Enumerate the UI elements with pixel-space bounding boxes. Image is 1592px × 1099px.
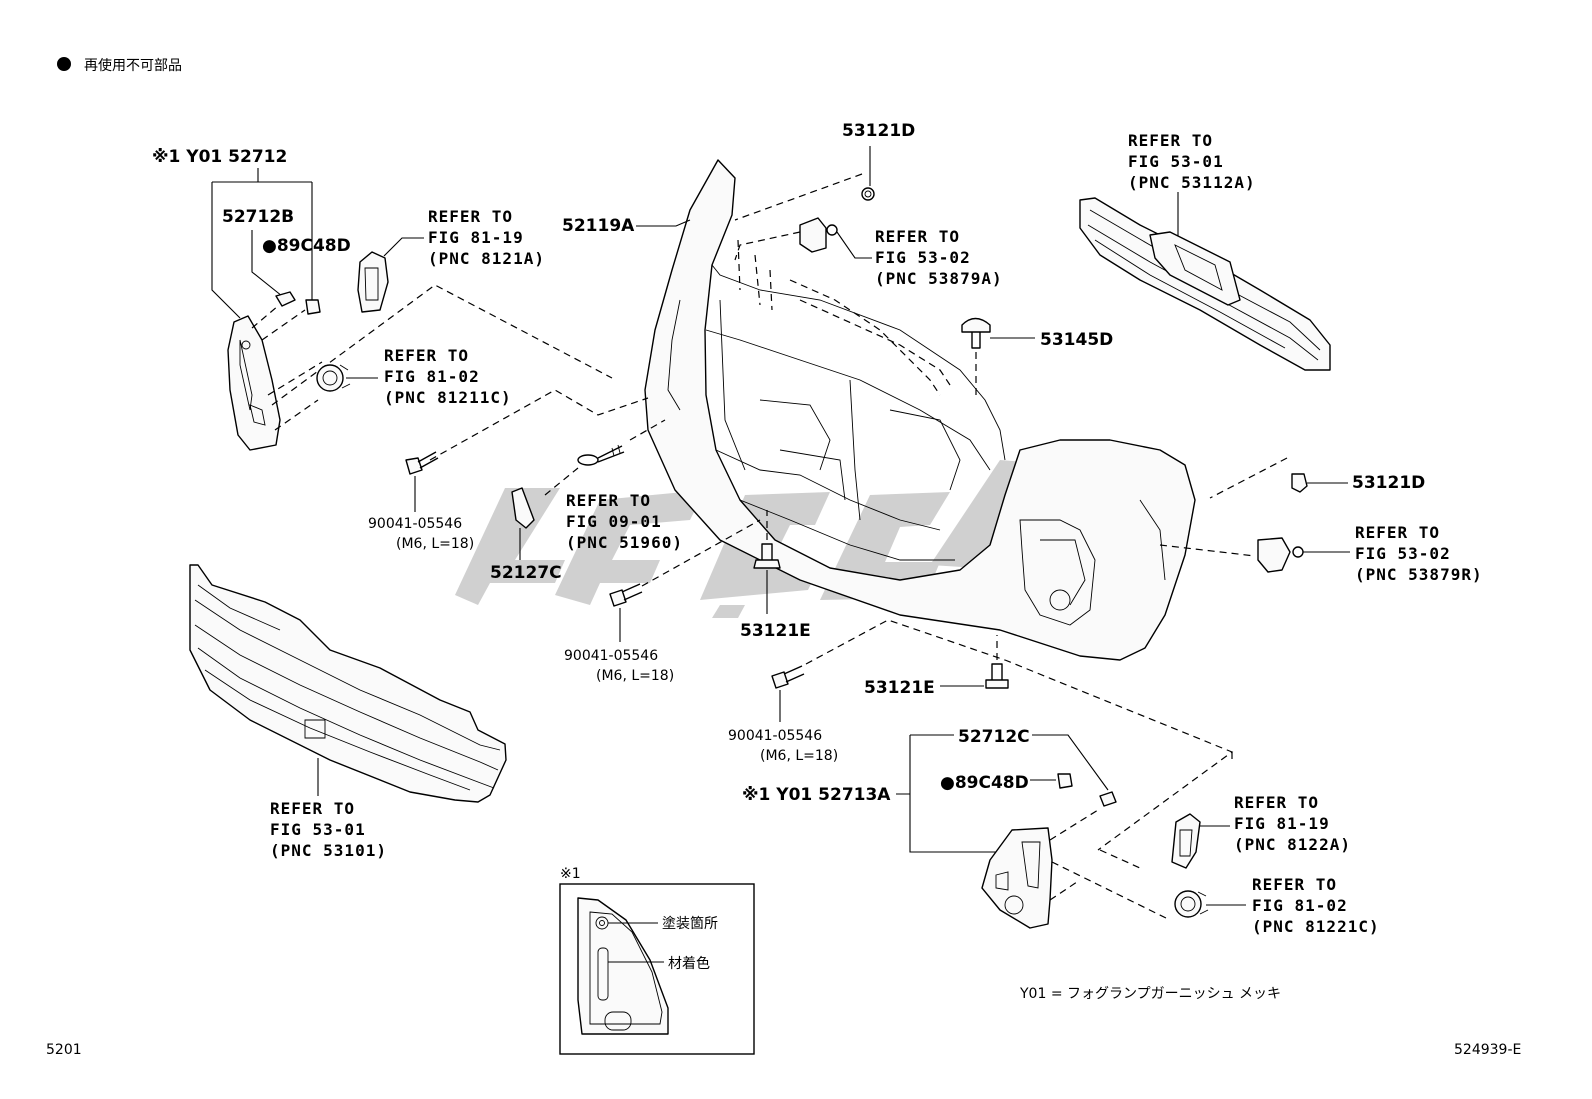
inset-material-label: 材着色 xyxy=(668,955,710,972)
inset-box xyxy=(559,883,755,1055)
clip-52712b[interactable] xyxy=(275,291,296,307)
inset-marker: ※1 xyxy=(560,866,581,882)
clip-52712c[interactable] xyxy=(1099,791,1117,807)
wire-clamp-51960[interactable] xyxy=(577,444,625,466)
fog-garnish-left-52712[interactable] xyxy=(227,315,281,451)
label-bolt-c-spec: (M6, L=18) xyxy=(760,748,838,764)
label-bolt-b-no: 90041-05546 xyxy=(564,648,658,664)
lamp-bracket-8121a[interactable] xyxy=(357,251,389,313)
clip-53121d-top[interactable] xyxy=(861,187,875,201)
bolt-90041-05546-b[interactable] xyxy=(609,583,643,607)
footnote: Y01 = フォグランプガーニッシュ メッキ xyxy=(1019,986,1281,1002)
label-53145d: 53145D xyxy=(1040,330,1113,350)
bumper-cover-52119a[interactable] xyxy=(644,159,1196,661)
label-bolt-c-no: 90041-05546 xyxy=(728,728,822,744)
label-89c48d-right: ●89C48D xyxy=(940,773,1029,793)
label-52712-group: ※1 Y01 52712 xyxy=(152,147,287,167)
label-bolt-b-spec: (M6, L=18) xyxy=(596,668,674,684)
bracket-53879a[interactable] xyxy=(799,217,838,253)
label-53121d-top: 53121D xyxy=(842,121,915,141)
front-grille-53101[interactable] xyxy=(189,564,507,803)
bolt-90041-05546-a[interactable] xyxy=(405,451,439,475)
label-53121d-right: 53121D xyxy=(1352,473,1425,493)
label-52713a-group: ※1 Y01 52713A xyxy=(742,785,891,805)
nut-89c48d-left[interactable] xyxy=(305,299,321,315)
legend-text: 再使用不可部品 xyxy=(84,57,182,74)
clip-53121d-right[interactable] xyxy=(1291,473,1308,493)
lamp-bracket-8122a[interactable] xyxy=(1171,813,1201,869)
fog-lamp-81221c[interactable] xyxy=(1174,890,1209,918)
label-89c48d-left: ●89C48D xyxy=(262,236,351,256)
label-53121e-lower: 53121E xyxy=(864,678,935,698)
nut-89c48d-right[interactable] xyxy=(1057,773,1073,789)
lower-grille-53112a[interactable] xyxy=(1079,197,1331,371)
footer-diagram-id: 524939-E xyxy=(1454,1042,1521,1058)
label-52712b: 52712B xyxy=(222,207,294,227)
label-52127c: 52127C xyxy=(490,563,562,583)
bracket-53879r[interactable] xyxy=(1257,537,1304,573)
fog-lamp-81211c[interactable] xyxy=(316,364,351,392)
clip-53121e-lower[interactable] xyxy=(985,663,1009,689)
clip-53121e-center[interactable] xyxy=(753,543,781,569)
label-bolt-a-no: 90041-05546 xyxy=(368,516,462,532)
label-bolt-a-spec: (M6, L=18) xyxy=(396,536,474,552)
legend-dot-icon xyxy=(57,57,71,71)
label-53121e-center: 53121E xyxy=(740,621,811,641)
fog-garnish-right-52713a[interactable] xyxy=(981,827,1053,929)
pushpin-53145d[interactable] xyxy=(961,317,991,349)
inset-paint-label: 塗装箇所 xyxy=(662,915,718,932)
footer-section: 5201 xyxy=(46,1042,82,1058)
bolt-90041-05546-c[interactable] xyxy=(771,665,805,689)
label-52712c: 52712C xyxy=(958,727,1030,747)
label-52119a: 52119A xyxy=(562,216,635,236)
bracket-52127c[interactable] xyxy=(511,487,535,529)
